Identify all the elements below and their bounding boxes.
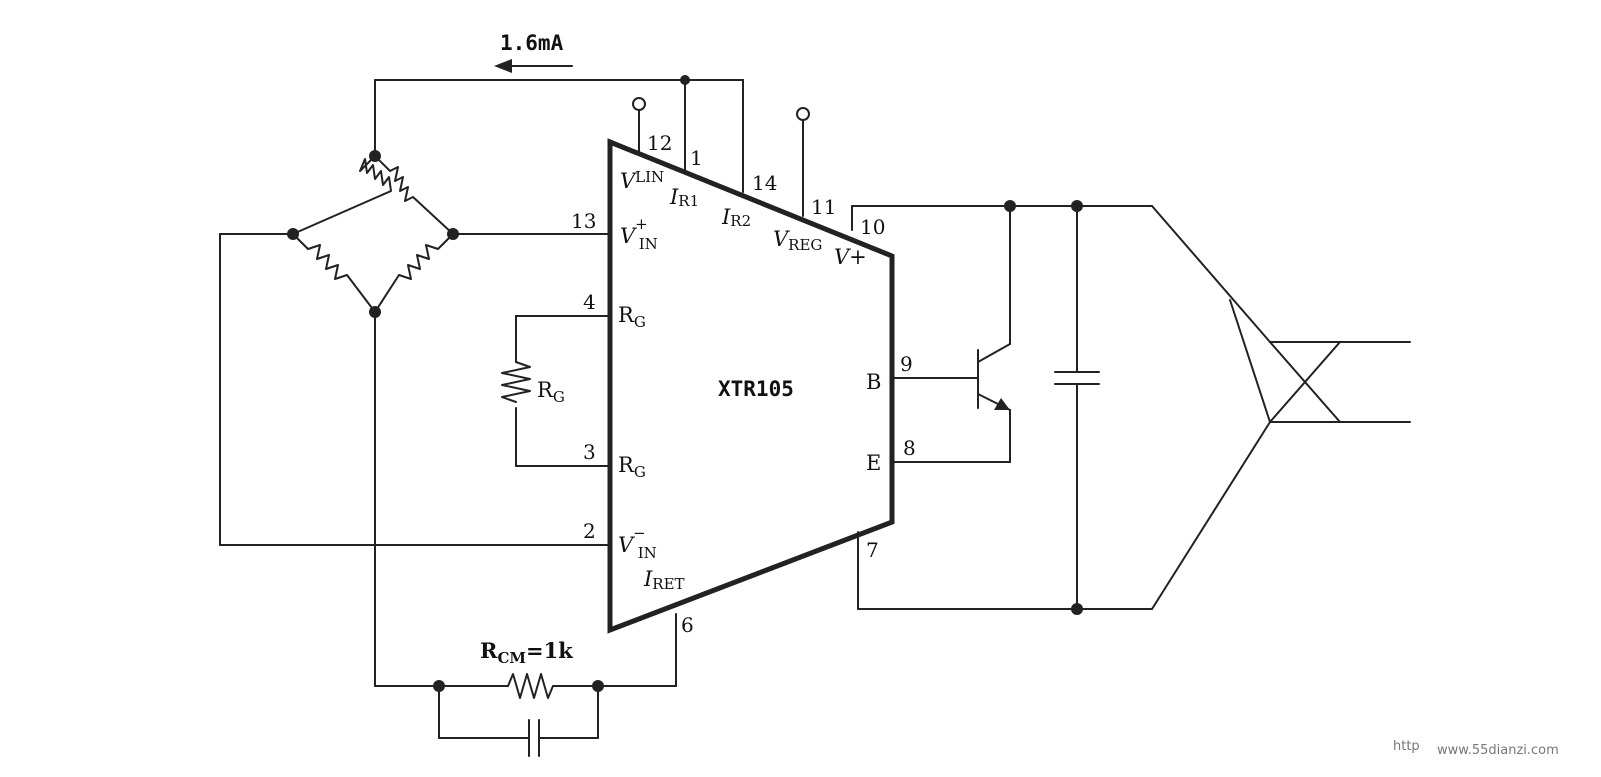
pin-14: 14: [752, 171, 777, 195]
rcm-network: [374, 613, 677, 757]
pin-11: 11: [811, 195, 836, 219]
top-wiring: [374, 75, 810, 217]
pin-6: 6: [681, 613, 694, 637]
pin-name-rg-bottom: RG: [618, 453, 646, 481]
pin-name-vreg: VREG: [773, 227, 822, 254]
pin-name-iret: IRET: [643, 567, 685, 593]
pin-3: 3: [583, 440, 596, 464]
pin11-terminal: [796, 107, 810, 121]
pin-2: 2: [583, 519, 596, 543]
pin-7: 7: [866, 538, 879, 562]
pin12-terminal: [632, 97, 646, 111]
pin-name-b: B: [866, 370, 881, 394]
pin-4: 4: [583, 290, 596, 314]
pin-13: 13: [571, 209, 596, 233]
pin-name-vlin: VLIN: [620, 168, 664, 193]
watermark-site: www.55dianzi.com: [1437, 743, 1559, 758]
pin-8: 8: [903, 436, 916, 460]
pin-name-rg-top: RG: [618, 303, 646, 331]
sensor-bridge: [287, 150, 459, 318]
rcm-label: RCM=1k: [480, 638, 573, 667]
chip-name: XTR105: [718, 377, 794, 401]
current-arrow-head: [494, 59, 512, 73]
pin-numbers: 12 1 14 11 10 13 4 3 2 6 9 8 7: [571, 131, 916, 637]
pin-1: 1: [690, 146, 703, 170]
pin-12: 12: [647, 131, 672, 155]
pin-name-vin-plus: V+IN: [620, 215, 658, 253]
output-wiring: [851, 200, 1411, 615]
rg-resistor: [501, 315, 611, 467]
pin-names: VLIN IR1 IR2 VREG V+ V+IN RG RG V−IN IRE…: [618, 168, 881, 593]
current-label: 1.6mA: [500, 31, 564, 55]
pin-name-ir1: IR1: [669, 185, 699, 210]
watermark-prefix: http: [1393, 739, 1420, 754]
rg-resistor-label: RG: [537, 378, 565, 406]
xtr105-chip-body: [607, 138, 895, 634]
pin-name-ir2: IR2: [721, 205, 751, 230]
pin-10: 10: [860, 215, 885, 239]
input-wiring: [219, 233, 611, 687]
pin-9: 9: [900, 352, 913, 376]
pin-name-vin-minus: V−IN: [618, 524, 657, 562]
pin-name-e: E: [866, 451, 881, 475]
pin-name-vplus: V+: [834, 245, 867, 269]
